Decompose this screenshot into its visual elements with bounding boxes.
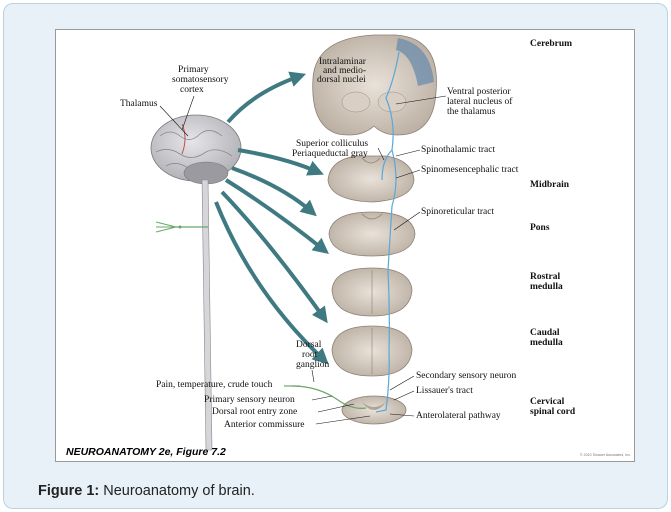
label-ventral-posterior-lateral-nucleus: Ventral posterior (447, 87, 511, 97)
pons-section (329, 212, 415, 256)
label-spinomesencephalic-tract: Spinomesencephalic tract (421, 165, 519, 175)
figure-image: Primary somatosensory cortex Thalamus In… (55, 29, 635, 462)
projection-arrows (216, 76, 324, 360)
level-cerebrum: Cerebrum (530, 39, 572, 49)
label-primary-somatosensory-cortex: Primary (178, 65, 209, 75)
caudal-medulla-section (332, 326, 412, 376)
label-periaqueductal-gray: Periaqueductal gray (292, 149, 368, 159)
label-primary-sensory-neuron: Primary sensory neuron (204, 395, 295, 405)
label-dorsal-root-ganglion: root (302, 350, 318, 360)
level-cervical-spinal-cord: spinal cord (530, 407, 576, 417)
midbrain-section (328, 156, 414, 202)
label-secondary-sensory-neuron: Secondary sensory neuron (416, 371, 517, 381)
figure-credit: NEUROANATOMY 2e, Figure 7.2 (66, 446, 226, 458)
label-anterior-commissure: Anterior commissure (224, 420, 304, 430)
caption-text: Neuroanatomy of brain. (99, 483, 255, 499)
level-pons: Pons (530, 223, 550, 233)
level-rostral-medulla: medulla (530, 282, 563, 292)
label-ventral-posterior-lateral-nucleus: lateral nucleus of (447, 96, 513, 107)
label-dorsal-root-entry-zone: Dorsal root entry zone (212, 407, 297, 417)
level-rostral-medulla: Rostral (530, 272, 560, 282)
label-spinothalamic-tract: Spinothalamic tract (421, 145, 495, 155)
level-midbrain: Midbrain (530, 180, 570, 190)
label-primary-somatosensory-cortex: somatosensory (172, 75, 229, 85)
label-superior-colliculus: Superior colliculus (296, 139, 368, 149)
label-dorsal-root-ganglion: ganglion (296, 360, 329, 370)
label-intralaminar-nuclei: dorsal nuclei (317, 75, 366, 85)
cervical-cord-section (342, 396, 406, 424)
label-lissauers-tract: Lissauer's tract (416, 386, 473, 396)
label-spinoreticular-tract: Spinoreticular tract (421, 207, 494, 217)
label-thalamus: Thalamus (120, 99, 158, 109)
label-ventral-posterior-lateral-nucleus: the thalamus (447, 107, 496, 117)
peripheral-nerve-illustration (156, 222, 208, 232)
level-caudal-medulla: medulla (530, 338, 563, 348)
neuroanatomy-diagram: Primary somatosensory cortex Thalamus In… (56, 30, 634, 461)
label-dorsal-root-ganglion: Dorsal (296, 340, 322, 350)
figure-caption: Figure 1: Neuroanatomy of brain. (38, 483, 255, 499)
label-anterolateral-pathway: Anterolateral pathway (416, 411, 501, 421)
copyright-notice: © 2010 Sinauer Associates, Inc. (580, 453, 631, 457)
level-caudal-medulla: Caudal (530, 328, 560, 338)
label-pain-temperature-crude-touch: Pain, temperature, crude touch (156, 380, 273, 390)
level-cervical-spinal-cord: Cervical (530, 397, 565, 407)
caption-prefix: Figure 1: (38, 483, 99, 499)
rostral-medulla-section (332, 268, 412, 316)
cerebrum-section (313, 35, 437, 135)
figure-card: Primary somatosensory cortex Thalamus In… (3, 3, 668, 509)
label-primary-somatosensory-cortex: cortex (180, 85, 204, 95)
